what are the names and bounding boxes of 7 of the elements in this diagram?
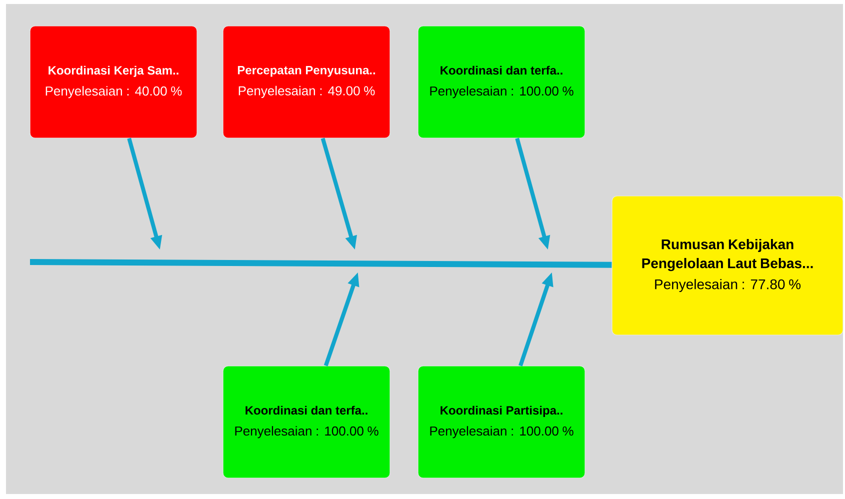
spine-line xyxy=(30,259,612,268)
status-box: Koordinasi dan terfa.. Penyelesaian : 100.00 % xyxy=(418,26,586,138)
status-box: Percepatan Penyusuna.. Penyelesaian : 49.00 % xyxy=(222,26,390,138)
status-box: Koordinasi dan terfa.. Penyelesaian : 100.00 % xyxy=(222,366,390,478)
status-box: Koordinasi Partisipa.. Penyelesaian : 100.00 % xyxy=(418,366,586,478)
status-box: Koordinasi Kerja Sam.. Penyelesaian : 40.00 % xyxy=(30,26,198,138)
status-box: Rumusan Kebijakan Pengelolaan Laut Bebas... Penyelesaian : 77.80 % xyxy=(612,196,844,336)
